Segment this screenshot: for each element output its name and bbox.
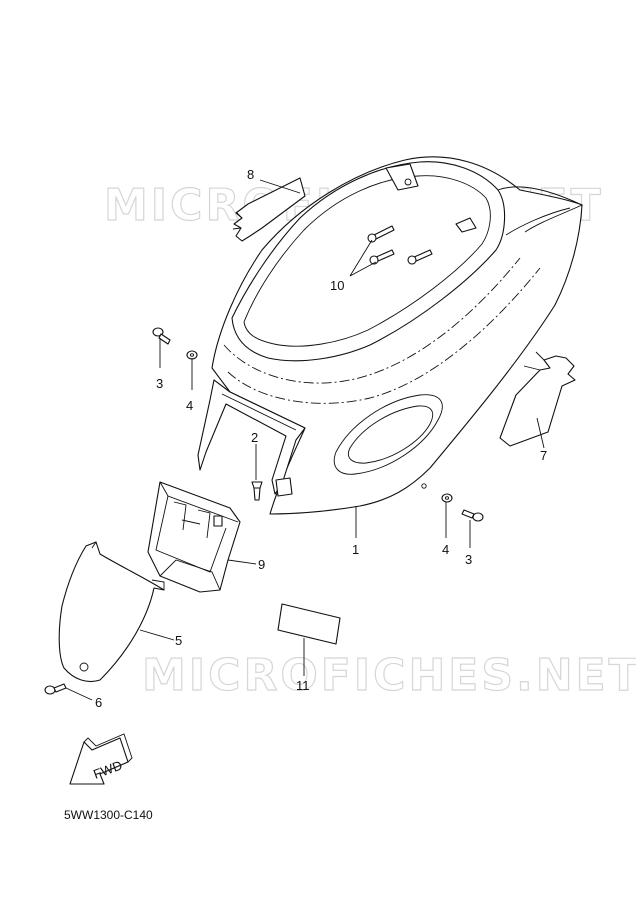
part-11-label[interactable] — [277, 603, 341, 645]
callout-4-left: 4 — [186, 398, 193, 413]
callout-3-right: 3 — [465, 552, 472, 567]
callout-9: 9 — [258, 557, 265, 572]
callout-8: 8 — [247, 167, 254, 182]
callout-10: 10 — [330, 278, 344, 293]
callout-6: 6 — [95, 695, 102, 710]
part-8-sticker[interactable] — [232, 177, 306, 242]
part-10-screws[interactable] — [367, 225, 433, 265]
watermark-bottom: MICROFICHES.NET — [142, 650, 636, 701]
part-3-screw-left[interactable] — [152, 327, 171, 345]
callout-11: 11 — [296, 678, 310, 693]
callout-1: 1 — [352, 542, 359, 557]
diagram-code: 5WW1300-C140 — [64, 808, 153, 822]
part-5-lower-cover[interactable] — [58, 541, 165, 683]
fwd-arrow: FWD — [69, 733, 133, 785]
part-4-washer-left[interactable] — [186, 350, 198, 360]
part-9-bracket[interactable] — [147, 481, 241, 593]
part-1-body-cover[interactable] — [197, 156, 584, 515]
part-7-sticker[interactable] — [499, 351, 576, 447]
part-3-screw-right[interactable] — [461, 509, 484, 522]
callout-4-right: 4 — [442, 542, 449, 557]
leader-lines — [65, 179, 545, 701]
callout-labels: 8 10 3 4 2 1 7 4 3 9 5 6 11 — [95, 167, 547, 710]
callout-7: 7 — [540, 448, 547, 463]
callout-2: 2 — [251, 430, 258, 445]
part-4-washer-right[interactable] — [441, 493, 453, 503]
callout-3-left: 3 — [156, 376, 163, 391]
callout-5: 5 — [175, 633, 182, 648]
part-2-screw[interactable] — [251, 481, 263, 501]
part-6-screw[interactable] — [44, 683, 67, 695]
